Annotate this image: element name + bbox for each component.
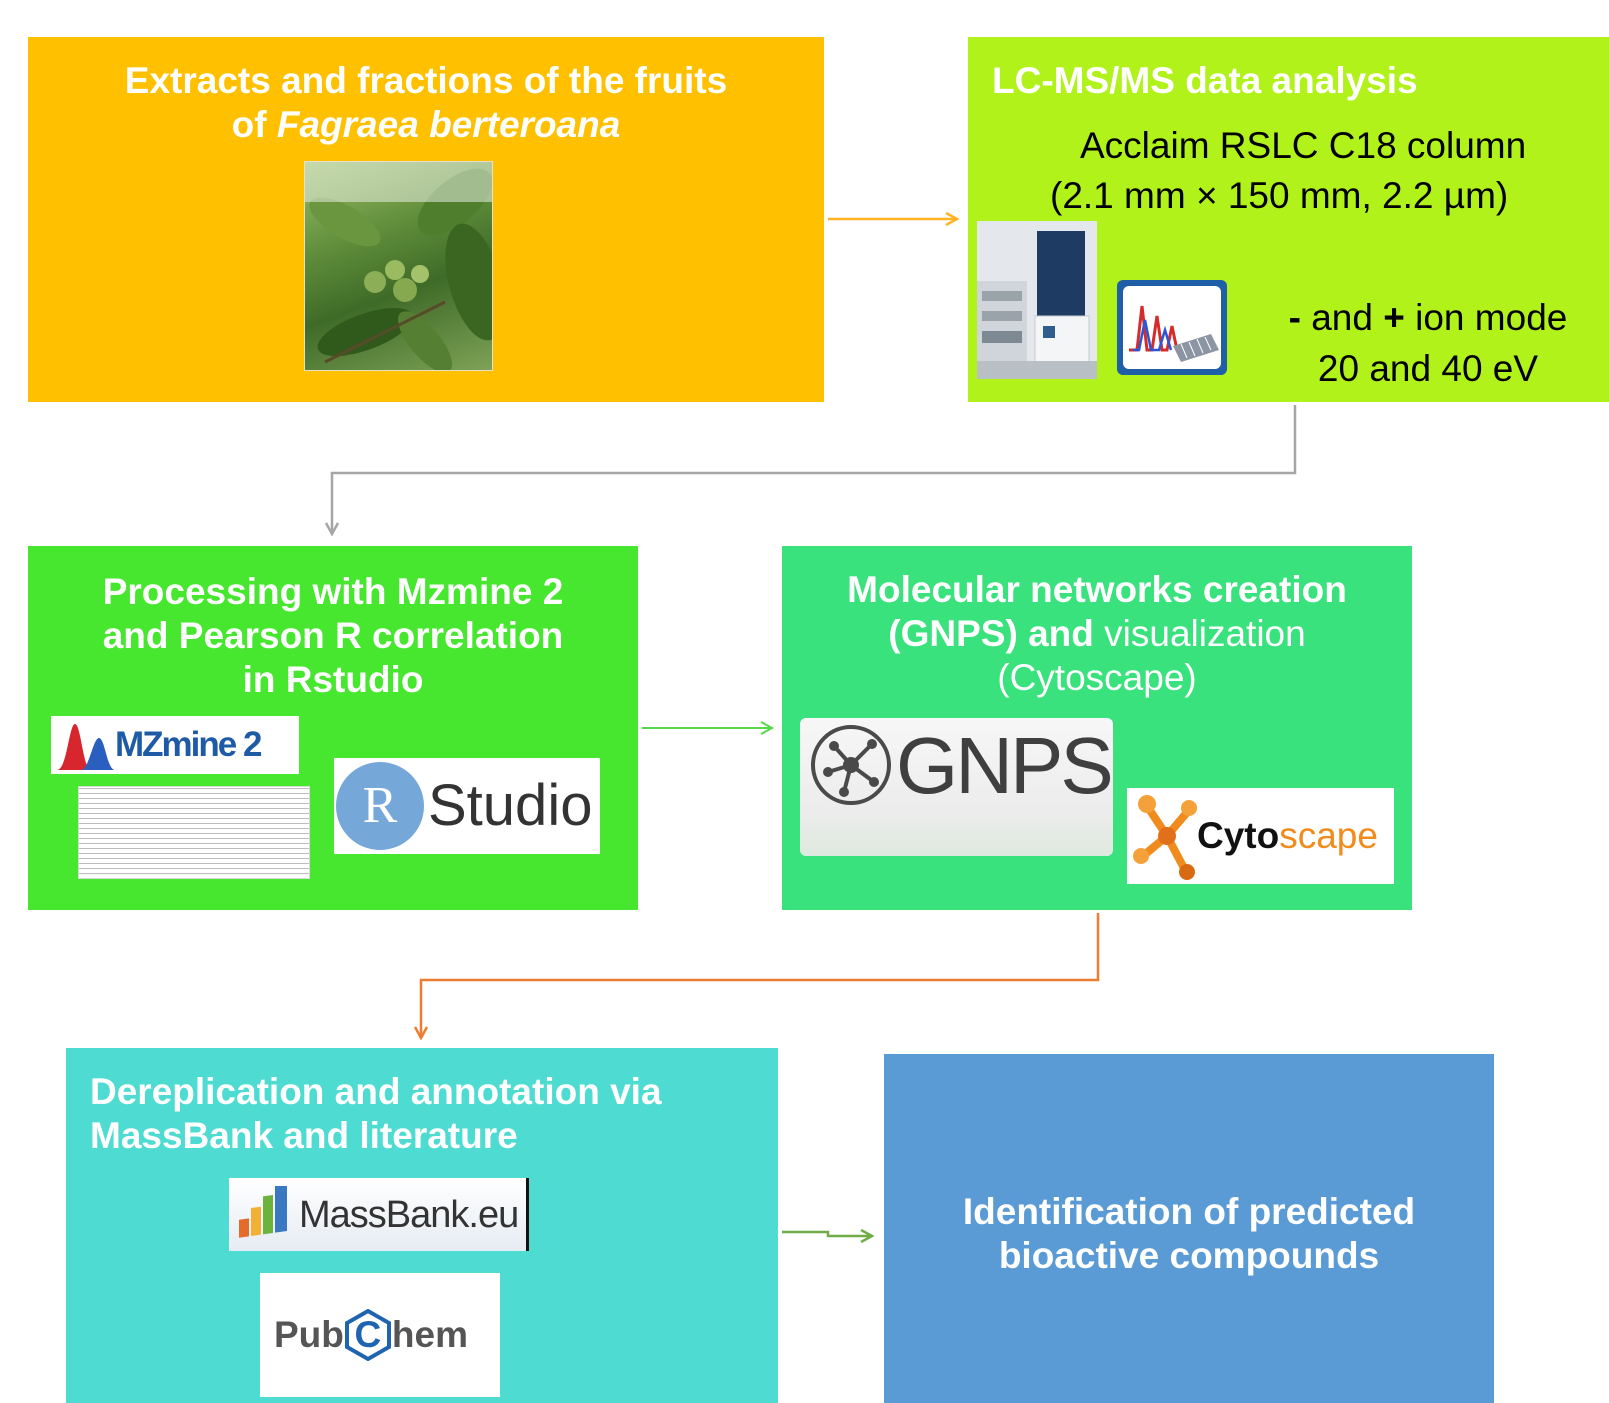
box-dereplication: Dereplication and annotation via MassBan… [66,1048,778,1403]
processing-title-line1: Processing with Mzmine 2 [102,571,564,612]
networks-title-line2: (GNPS) and visualization [782,612,1412,656]
gnps-network-icon [811,725,891,805]
box-molecular-networks: Molecular networks creation (GNPS) and v… [782,546,1412,910]
column-spec-line2: (2.1 mm × 150 mm, 2.2 µm) [1050,175,1509,216]
networks-title: Molecular networks creation (GNPS) and v… [782,568,1412,700]
massbank-logo: MassBank.eu [229,1178,529,1251]
extracts-title: Extracts and fractions of the fruits of … [28,59,824,147]
pubchem-hexagon: C [344,1309,392,1361]
identification-title-line1: Identification of predicted [962,1191,1416,1232]
pubchem-hem: hem [391,1314,468,1355]
ion-mode-text: - and + ion mode 20 and 40 eV [1258,292,1598,394]
fruit-photo-image [304,161,493,371]
chromatogram-software-icon [1117,280,1227,375]
networks-title-visualization: visualization [1104,613,1306,654]
gnps-logo-text: GNPS [896,721,1113,810]
positive-mode-sign: + [1383,297,1405,338]
cytoscape-cyto: Cyto [1197,815,1280,856]
ion-mode-and: and [1300,297,1384,338]
cytoscape-network-icon [1133,795,1197,880]
identification-title: Identification of predicted bioactive co… [884,1190,1494,1278]
column-spec-line1: Acclaim RSLC C18 column [1080,125,1527,166]
cytoscape-logo-text: Cytoscape [1197,814,1378,858]
extracts-title-line2: of Fagraea berteroana [28,103,824,147]
pubchem-hexagon-icon [344,1309,391,1361]
lcms-instrument-image [977,221,1097,379]
chromatogram-peaks-icon [1123,286,1221,369]
column-spec: Acclaim RSLC C18 column (2.1 mm × 150 mm… [1050,121,1527,221]
rstudio-logo: R Studio [334,758,600,854]
species-name: Fagraea berteroana [276,104,621,145]
ion-mode-line: - and + ion mode [1258,292,1598,343]
mzmine-peaks-icon [57,724,115,770]
processing-title-line3: in Rstudio [242,659,424,700]
networks-title-line3: (Cytoscape) [997,657,1197,698]
arrow-networks-to-dereplication [421,913,1100,1038]
processing-title: Processing with Mzmine 2 and Pearson R c… [28,570,638,702]
negative-mode-sign: - [1288,297,1301,338]
massbank-logo-text: MassBank.eu [299,1194,519,1236]
box-processing: Processing with Mzmine 2 and Pearson R c… [28,546,638,910]
box-lcms-analysis: LC-MS/MS data analysis Acclaim RSLC C18 … [968,37,1609,402]
dereplication-title-line1: Dereplication and annotation via [90,1071,662,1112]
cytoscape-scape: scape [1279,815,1378,856]
rstudio-r-letter: R [362,777,398,834]
fruit-leaves-icon [305,162,492,370]
extracts-title-line1: Extracts and fractions of the fruits [124,60,728,101]
networks-title-gnps: (GNPS) and [888,613,1105,654]
pubchem-pub: Pub [274,1314,344,1355]
cytoscape-logo: Cytoscape [1127,788,1394,884]
arrow-lcms-to-processing [332,405,1297,534]
dereplication-title-line2: MassBank and literature [90,1115,518,1156]
collision-energy: 20 and 40 eV [1317,348,1539,389]
pubchem-c: C [354,1314,382,1355]
box-identification: Identification of predicted bioactive co… [884,1054,1494,1403]
gnps-logo: GNPS [800,718,1113,856]
dereplication-title: Dereplication and annotation via MassBan… [90,1070,662,1158]
lcms-title: LC-MS/MS data analysis [992,60,1418,101]
rstudio-logo-text: Studio [428,773,593,838]
mass-spectrometer-icon [977,221,1097,379]
box-extracts: Extracts and fractions of the fruits of … [28,37,824,402]
extracts-title-of: of [231,104,277,145]
processing-title-line2: and Pearson R correlation [102,615,564,656]
rstudio-r-circle [336,762,424,850]
data-table-thumbnail [78,786,310,879]
mzmine-logo: MZmine 2 [51,716,299,774]
identification-title-line2: bioactive compounds [998,1235,1380,1276]
ion-mode-label: ion mode [1404,297,1568,338]
massbank-bars-icon [239,1186,287,1238]
mzmine-logo-text: MZmine 2 [115,725,262,764]
arrow-dereplication-to-identification [782,1232,872,1236]
networks-title-line1: Molecular networks creation [847,569,1347,610]
